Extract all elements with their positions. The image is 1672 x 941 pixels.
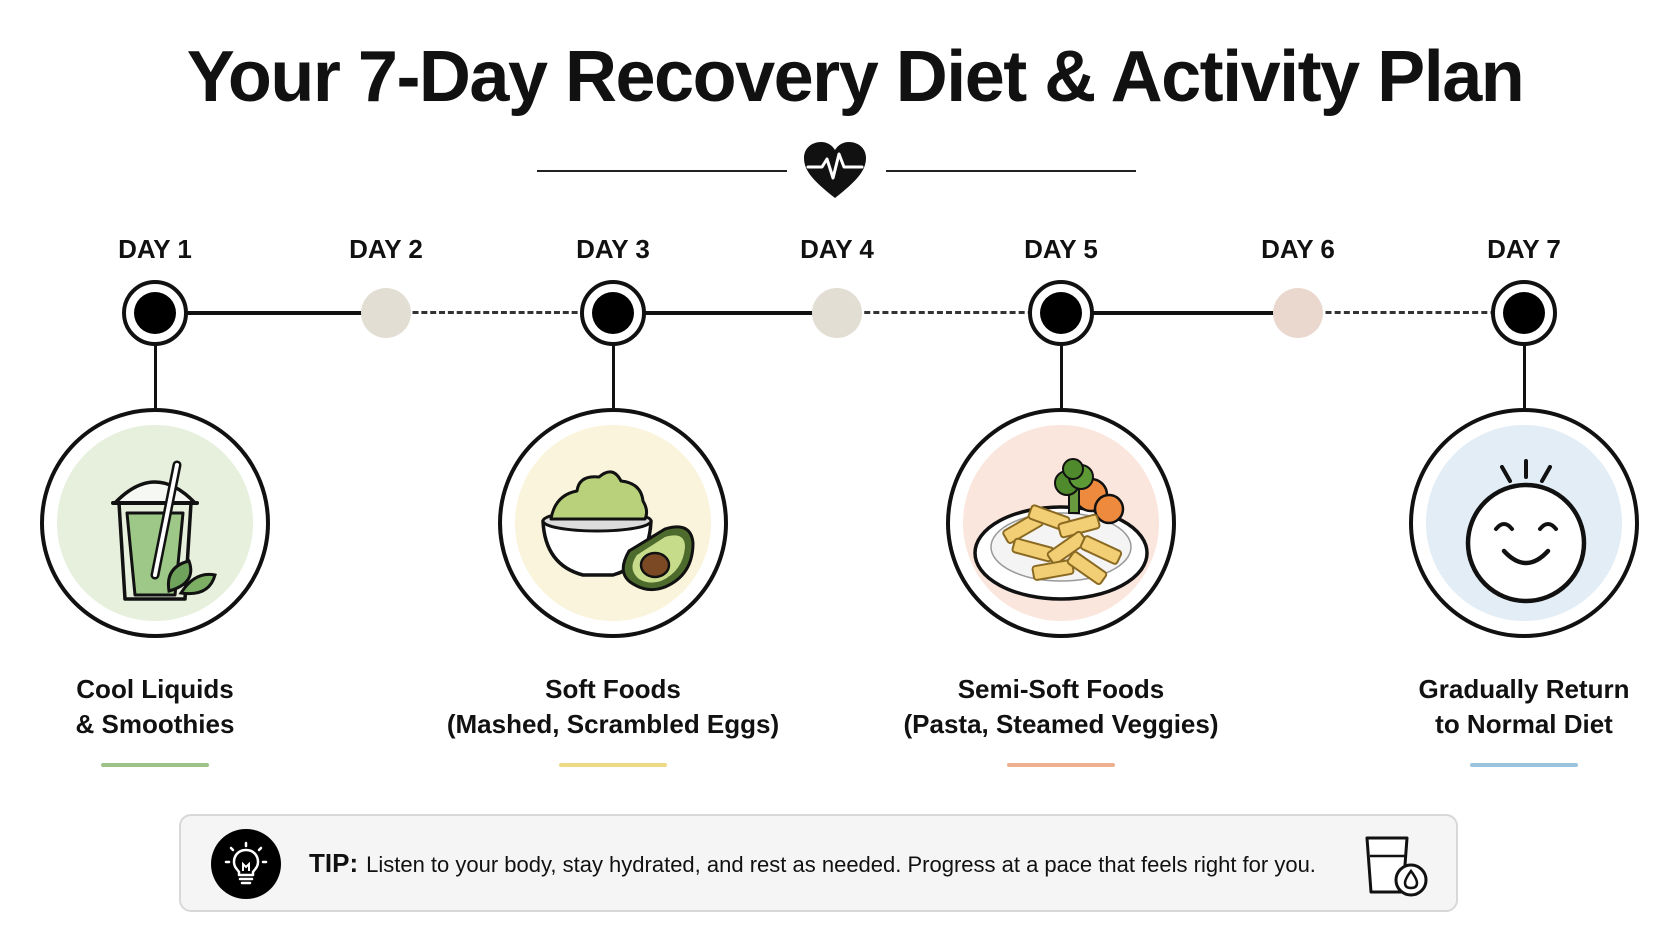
tip-banner: TIP: Listen to your body, stay hydrated, … xyxy=(179,814,1458,912)
timeline-segment-dashed xyxy=(1298,311,1524,314)
caption-line: Semi-Soft Foods xyxy=(957,674,1165,704)
stage-illustration-1 xyxy=(40,408,270,638)
stage-accent-underline xyxy=(101,763,209,767)
tip-text-row: TIP: Listen to your body, stay hydrated, … xyxy=(309,848,1316,879)
stage-illustration-2 xyxy=(498,408,728,638)
stage-background xyxy=(515,425,711,621)
timeline-node-day-7 xyxy=(1491,280,1557,346)
title-divider-left xyxy=(537,170,787,172)
stage-illustration-3 xyxy=(946,408,1176,638)
timeline-node-day-3 xyxy=(580,280,646,346)
caption-line: Gradually Return xyxy=(1418,674,1630,704)
title-divider-right xyxy=(886,170,1136,172)
connector-stem xyxy=(153,343,157,408)
day-label: DAY 7 xyxy=(1487,234,1561,264)
day-label: DAY 5 xyxy=(1024,234,1098,264)
timeline-node-day-6 xyxy=(1273,288,1323,338)
stage-background xyxy=(57,425,253,621)
smoothie-icon xyxy=(111,460,217,601)
timeline-segment-solid xyxy=(613,311,837,315)
caption-line: Soft Foods xyxy=(545,674,681,704)
avocado-bowl-icon xyxy=(541,470,695,592)
caption-line: (Pasta, Steamed Veggies) xyxy=(903,709,1219,739)
timeline-segment-solid xyxy=(1061,311,1298,315)
timeline-segment-dashed xyxy=(837,311,1061,314)
tip-label: TIP: xyxy=(309,848,359,878)
day-label: DAY 6 xyxy=(1261,234,1335,264)
timeline-segment-dashed xyxy=(386,311,613,314)
connector-stem xyxy=(1522,343,1526,408)
stage-accent-underline xyxy=(559,763,667,767)
page-title: Your 7-Day Recovery Diet & Activity Plan xyxy=(186,37,1525,117)
connector-stem xyxy=(611,343,615,408)
day-label: DAY 4 xyxy=(800,234,874,264)
lightbulb-icon xyxy=(211,829,281,899)
stage-caption-3: Semi-Soft Foods (Pasta, Steamed Veggies) xyxy=(881,672,1241,742)
stage-accent-underline xyxy=(1007,763,1115,767)
timeline-segment-solid xyxy=(155,311,386,315)
pasta-plate-icon xyxy=(973,458,1149,601)
caption-line: & Smoothies xyxy=(75,709,235,739)
water-glass-icon xyxy=(1365,836,1428,897)
caption-line: Cool Liquids xyxy=(76,674,234,704)
connector-stem xyxy=(1059,343,1063,408)
tip-message: Listen to your body, stay hydrated, and … xyxy=(366,852,1316,877)
heartbeat-icon xyxy=(804,142,866,198)
day-label: DAY 2 xyxy=(349,234,423,264)
stage-illustration-4 xyxy=(1409,408,1639,638)
stage-caption-1: Cool Liquids & Smoothies xyxy=(0,672,335,742)
caption-line: to Normal Diet xyxy=(1435,709,1613,739)
caption-line: (Mashed, Scrambled Eggs) xyxy=(446,709,780,739)
timeline-node-day-1 xyxy=(122,280,188,346)
stage-caption-4: Gradually Return to Normal Diet xyxy=(1344,672,1672,742)
day-label: DAY 3 xyxy=(576,234,650,264)
stage-caption-2: Soft Foods (Mashed, Scrambled Eggs) xyxy=(433,672,793,742)
timeline-node-day-2 xyxy=(361,288,411,338)
stage-accent-underline xyxy=(1470,763,1578,767)
stage-background xyxy=(1426,425,1622,621)
stage-background xyxy=(963,425,1159,621)
smiley-face-icon xyxy=(1465,459,1587,604)
timeline-node-day-5 xyxy=(1028,280,1094,346)
day-label: DAY 1 xyxy=(118,234,192,264)
timeline-node-day-4 xyxy=(812,288,862,338)
